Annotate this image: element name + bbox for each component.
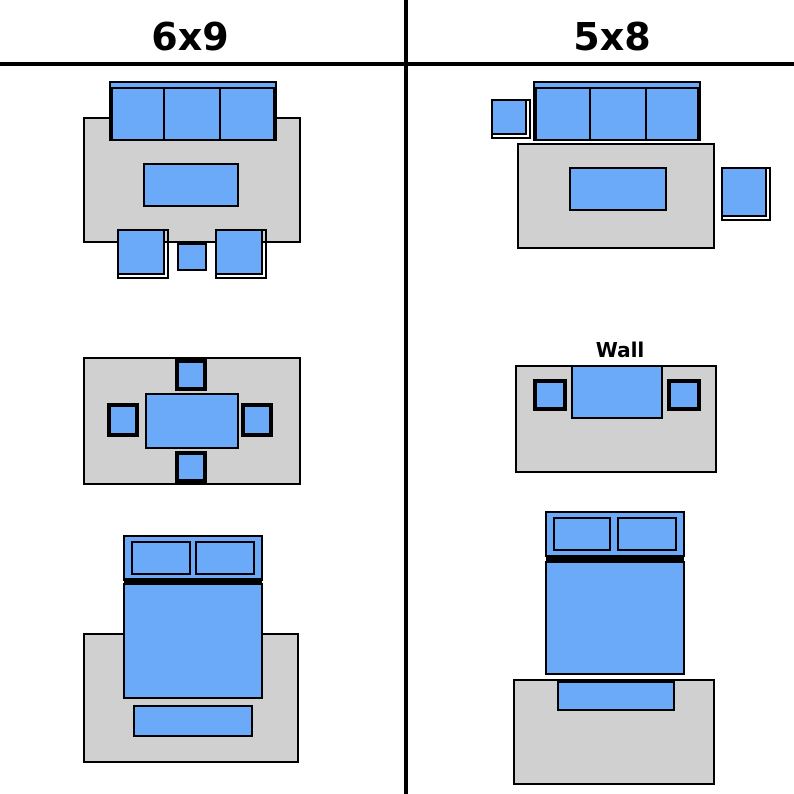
armchair-left xyxy=(491,99,531,139)
pillow-right xyxy=(195,541,255,575)
bedroom-5x8 xyxy=(513,511,715,785)
dining-table xyxy=(145,393,239,449)
bed xyxy=(545,511,685,675)
pillow-left xyxy=(553,517,611,551)
bench xyxy=(133,705,253,737)
armchair-right xyxy=(215,229,267,279)
wall-label: Wall xyxy=(596,338,645,362)
sofa xyxy=(533,81,701,141)
dining-room-6x9 xyxy=(83,357,301,485)
bedroom-6x9 xyxy=(83,535,299,763)
column-title-right: 5x8 xyxy=(573,15,650,59)
bench xyxy=(557,681,675,711)
side-table-left xyxy=(533,379,567,411)
wall-layout-5x8: Wall xyxy=(515,338,717,473)
headboard-strip xyxy=(546,556,684,562)
living-room-5x8 xyxy=(491,81,771,249)
armchair-left xyxy=(117,229,169,279)
side-table xyxy=(177,243,207,271)
side-table-right xyxy=(667,379,701,411)
chair-top xyxy=(175,359,207,391)
headboard-strip xyxy=(124,578,262,584)
center-piece xyxy=(571,365,663,419)
chair-left xyxy=(107,403,139,437)
column-title-left: 6x9 xyxy=(151,15,228,59)
chair-right xyxy=(241,403,273,437)
pillow-left xyxy=(131,541,191,575)
living-room-6x9 xyxy=(83,81,301,279)
armchair-right xyxy=(721,167,771,221)
sofa xyxy=(109,81,277,141)
coffee-table xyxy=(569,167,667,211)
chair-bottom xyxy=(175,451,207,483)
coffee-table xyxy=(143,163,239,207)
bed xyxy=(123,535,263,699)
pillow-right xyxy=(617,517,677,551)
